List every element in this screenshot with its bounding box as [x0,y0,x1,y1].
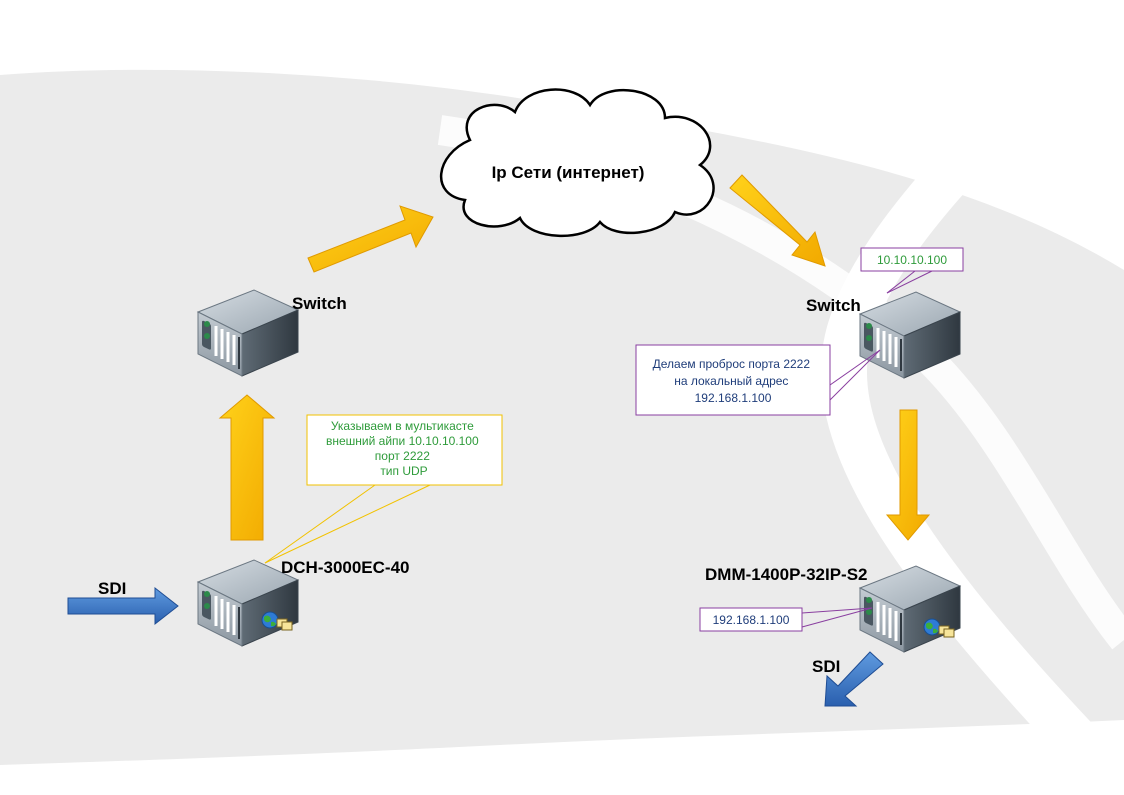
sdi-output-label: SDI [812,657,840,676]
port-forward-line-3: 192.168.1.100 [695,391,772,405]
encoder-callout-line-3: порт 2222 [375,449,430,463]
port-forward-line-2: на локальный адрес [674,374,788,388]
cloud-icon [439,88,715,238]
encoder-callout-line-2: внешний айпи 10.10.10.100 [326,434,479,448]
svg-text:Указываем в мультикасте: Указываем в мультикасте внешний айпи 10.… [326,419,482,478]
switch-ip-callout: 10.10.10.100 [860,247,964,294]
cloud-label: Ip Сети (интернет) [492,163,645,182]
sdi-output-arrow [824,651,884,707]
sdi-input-label: SDI [98,579,126,598]
flow-arrow-switch-to-decoder [885,409,931,541]
switch-left-label: Switch [292,294,347,313]
port-forward-line-1: Делаем проброс порта 2222 [653,357,811,371]
port-forward-callout: Делаем проброс порта 2222 на локальный а… [635,344,881,416]
switch-ip-text: 10.10.10.100 [877,253,947,267]
switch-right-label: Switch [806,296,861,315]
encoder-callout: Указываем в мультикасте внешний айпи 10.… [264,414,503,564]
flow-arrow-switch-to-cloud [307,205,434,273]
encoder-label: DCH-3000EC-40 [281,558,410,577]
svg-text:Делаем проброс порта 2222: Делаем проброс порта 2222 на локальный а… [653,357,814,405]
decoder-ip-callout: 192.168.1.100 [699,607,873,632]
background-arc [821,0,1124,795]
decoder-ip-text: 192.168.1.100 [713,613,790,627]
sdi-input-arrow [67,586,179,626]
decoder-label: DMM-1400P-32IP-S2 [705,565,868,584]
encoder-callout-line-4: тип UDP [380,464,427,478]
flow-arrow-encoder-to-switch [218,394,276,541]
encoder-callout-line-1: Указываем в мультикасте [331,419,474,433]
flow-arrow-cloud-to-switch [729,174,826,267]
